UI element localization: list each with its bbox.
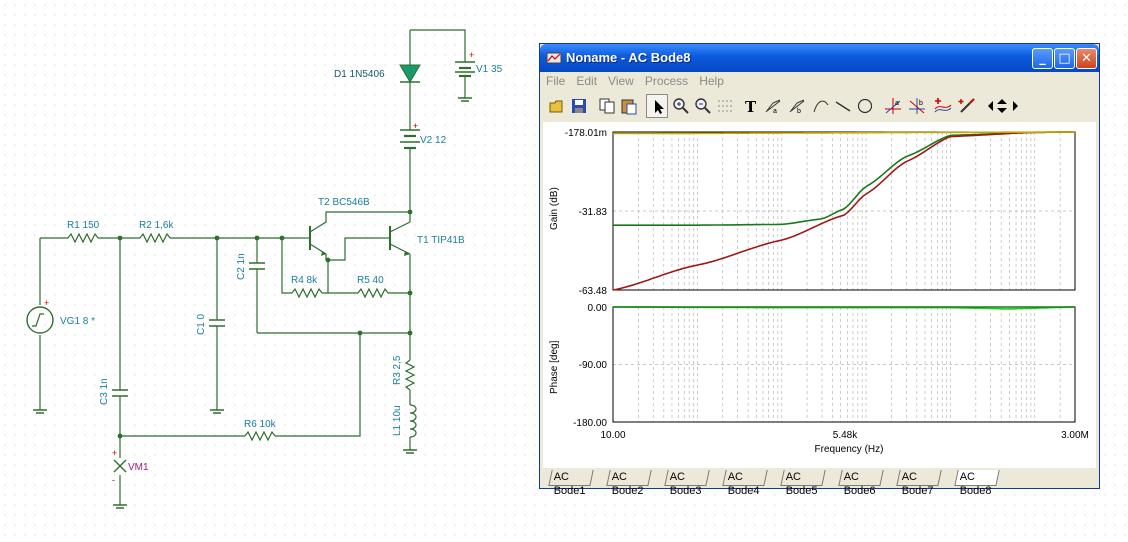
svg-text:b: b — [797, 108, 801, 115]
tab-ac-bode6[interactable]: AC Bode6 — [838, 470, 884, 497]
freq-tick-start: 10.00 — [600, 430, 625, 441]
probe-icon[interactable] — [956, 94, 978, 118]
label-r5: R5 40 — [357, 275, 384, 286]
label-r3: R3 2,5 — [392, 355, 403, 385]
title-bar[interactable]: Noname - AC Bode8 _ □ ✕ — [540, 44, 1099, 72]
text-icon[interactable]: T — [740, 94, 762, 118]
add-trace-icon[interactable] — [932, 94, 954, 118]
diode-icon — [399, 64, 421, 83]
label-c1: C1 0 — [196, 313, 207, 335]
svg-text:T: T — [745, 98, 757, 115]
label-v2: V2 12 — [420, 135, 447, 146]
label-r4: R4 8k — [291, 275, 318, 286]
tab-ac-bode3[interactable]: AC Bode3 — [664, 470, 710, 497]
cursor-b-icon[interactable]: b — [786, 94, 808, 118]
open-icon[interactable] — [546, 94, 568, 118]
menu-help[interactable]: Help — [699, 74, 724, 88]
tab-ac-bode5[interactable]: AC Bode5 — [780, 470, 826, 497]
menu-file[interactable]: File — [546, 74, 566, 88]
curve-icon[interactable] — [810, 94, 832, 118]
voltmeter-icon — [113, 459, 127, 473]
battery-v1-icon — [455, 61, 475, 78]
freq-tick-mid: 5.48k — [833, 430, 858, 441]
bode-window: Noname - AC Bode8 _ □ ✕ File Edit View Proc… — [539, 43, 1100, 497]
close-button[interactable]: ✕ — [1076, 48, 1097, 69]
menu-view[interactable]: View — [608, 74, 634, 88]
gain-axis-label: Gain (dB) — [549, 187, 560, 230]
grid-icon[interactable] — [714, 94, 736, 118]
label-c2: C2 1n — [236, 253, 247, 280]
phase-tick-bottom: -180.00 — [573, 418, 607, 429]
label-vg1: VG1 8 * — [60, 316, 95, 327]
label-v1: V1 35 — [476, 64, 503, 75]
gain-trace-3 — [612, 131, 1075, 135]
label-vm1: VM1 — [128, 462, 149, 473]
label-r1: R1 150 — [67, 220, 100, 231]
tab-ac-bode7[interactable]: AC Bode7 — [896, 470, 942, 497]
zoom-out-icon[interactable] — [692, 94, 714, 118]
svg-text:a: a — [773, 108, 777, 115]
menu-edit[interactable]: Edit — [576, 74, 598, 88]
copy-icon[interactable] — [596, 94, 618, 118]
freq-axis-label: Frequency (Hz) — [815, 444, 884, 455]
svg-text:+: + — [469, 50, 474, 60]
label-c3: C3 1n — [99, 378, 110, 405]
tab-ac-bode4[interactable]: AC Bode4 — [722, 470, 768, 497]
tab-ac-bode1[interactable]: AC Bode1 — [548, 470, 594, 497]
phase-tick-mid: -90.00 — [579, 360, 608, 371]
gain-tick-top: -178.01m — [565, 128, 607, 139]
gain-tick-bottom: -63.48 — [579, 286, 608, 297]
window-title: Noname - AC Bode8 — [566, 50, 691, 65]
freq-tick-end: 3.00M — [1061, 430, 1089, 441]
svg-text:+: + — [44, 298, 49, 308]
label-d1: D1 1N5406 — [334, 69, 385, 80]
gain-tick-mid: -31.83 — [579, 207, 608, 218]
line-icon[interactable] — [832, 94, 854, 118]
gain-trace-2 — [612, 131, 1075, 291]
app-icon — [546, 52, 562, 64]
svg-text:-: - — [112, 475, 115, 485]
plot-area: -178.01m -31.83 -63.48 Gain (dB) 0.00 -9… — [543, 122, 1096, 468]
minimize-button[interactable]: _ — [1032, 48, 1053, 69]
phase-tick-top: 0.00 — [588, 303, 608, 314]
paste-icon[interactable] — [618, 94, 640, 118]
bode-chart: -178.01m -31.83 -63.48 Gain (dB) 0.00 -9… — [549, 128, 1089, 455]
pointer-icon[interactable] — [646, 94, 668, 118]
menu-bar: File Edit View Process Help — [540, 72, 1099, 92]
tab-ac-bode2[interactable]: AC Bode2 — [606, 470, 652, 497]
circle-icon[interactable] — [854, 94, 876, 118]
label-t2: T2 BC546B — [318, 197, 370, 208]
label-t1: T1 TIP41B — [417, 235, 465, 246]
label-l1: L1 10u — [392, 405, 403, 436]
svg-text:b: b — [919, 100, 923, 107]
arrows-icon[interactable] — [984, 94, 1028, 118]
signal-source-icon — [26, 306, 54, 334]
svg-text:+: + — [413, 121, 418, 131]
label-r2: R2 1,6k — [139, 220, 174, 231]
svg-text:a: a — [895, 100, 899, 107]
save-icon[interactable] — [568, 94, 590, 118]
phase-axis-label: Phase [deg] — [549, 340, 560, 394]
marker-a-icon[interactable]: a — [882, 94, 904, 118]
menu-process[interactable]: Process — [644, 74, 689, 88]
zoom-in-icon[interactable] — [670, 94, 692, 118]
marker-b-icon[interactable]: b — [906, 94, 928, 118]
cursor-a-icon[interactable]: a — [762, 94, 784, 118]
label-r6: R6 10k — [244, 419, 277, 430]
battery-v2-icon — [400, 129, 420, 150]
tab-ac-bode8[interactable]: AC Bode8 — [954, 470, 1000, 497]
svg-text:+: + — [112, 448, 117, 458]
maximize-button[interactable]: □ — [1054, 48, 1075, 69]
circuit-schematic: + + + + - R1 150 R2 1,6k VG1 8 * C1 0 C2… — [26, 29, 503, 509]
